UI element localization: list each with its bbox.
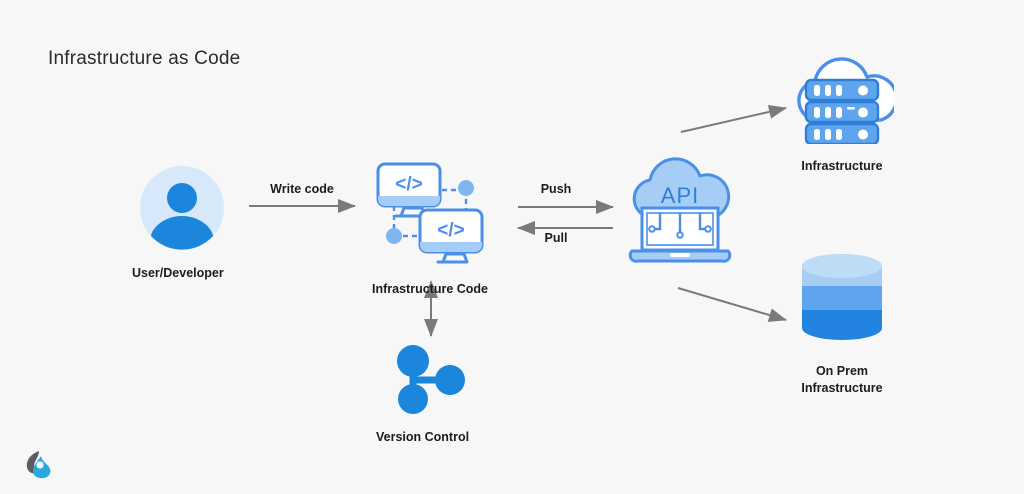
node-infrastructure[interactable]: Infrastructure	[790, 46, 899, 175]
node-label-version-control: Version Control	[376, 430, 470, 444]
code-monitors-icon: </> </>	[376, 162, 484, 264]
svg-text:</>: </>	[437, 220, 464, 241]
node-version-control[interactable]: Version Control	[376, 344, 470, 446]
arrow-api-to-infrastructure	[680, 104, 787, 133]
node-on-prem-infrastructure[interactable]: On Prem Infrastructure	[798, 250, 886, 397]
api-cloud-laptop-icon: API	[628, 157, 732, 263]
node-label-on-prem-infrastructure: On Prem Infrastructure	[798, 363, 886, 397]
node-api[interactable]: API	[626, 155, 734, 272]
on-prem-label-line-1: On Prem	[815, 364, 869, 378]
cloud-server-rack-icon	[797, 57, 899, 146]
node-label-infrastructure-code: Infrastructure Code	[372, 282, 488, 296]
arrow-api-to-on-prem	[677, 287, 787, 322]
user-avatar-icon	[140, 166, 224, 250]
edge-label-push: Push	[540, 182, 572, 196]
on-prem-label-line-2: Infrastructure	[801, 380, 883, 395]
node-infrastructure-code[interactable]: </> </> Infrastructure Code	[370, 158, 490, 298]
svg-text:</>: </>	[395, 174, 422, 195]
brand-droplet-logo	[22, 448, 56, 482]
git-branch-icon	[397, 345, 465, 414]
database-cylinder-icon	[802, 254, 882, 340]
svg-text:API: API	[661, 183, 699, 208]
node-user-developer[interactable]: User/Developer	[132, 166, 224, 282]
node-label-user-developer: User/Developer	[132, 266, 224, 280]
page-title: Infrastructure as Code	[48, 48, 241, 69]
node-label-infrastructure: Infrastructure	[801, 159, 883, 173]
edge-label-pull: Pull	[544, 231, 568, 245]
edge-label-write-code: Write code	[270, 182, 334, 196]
